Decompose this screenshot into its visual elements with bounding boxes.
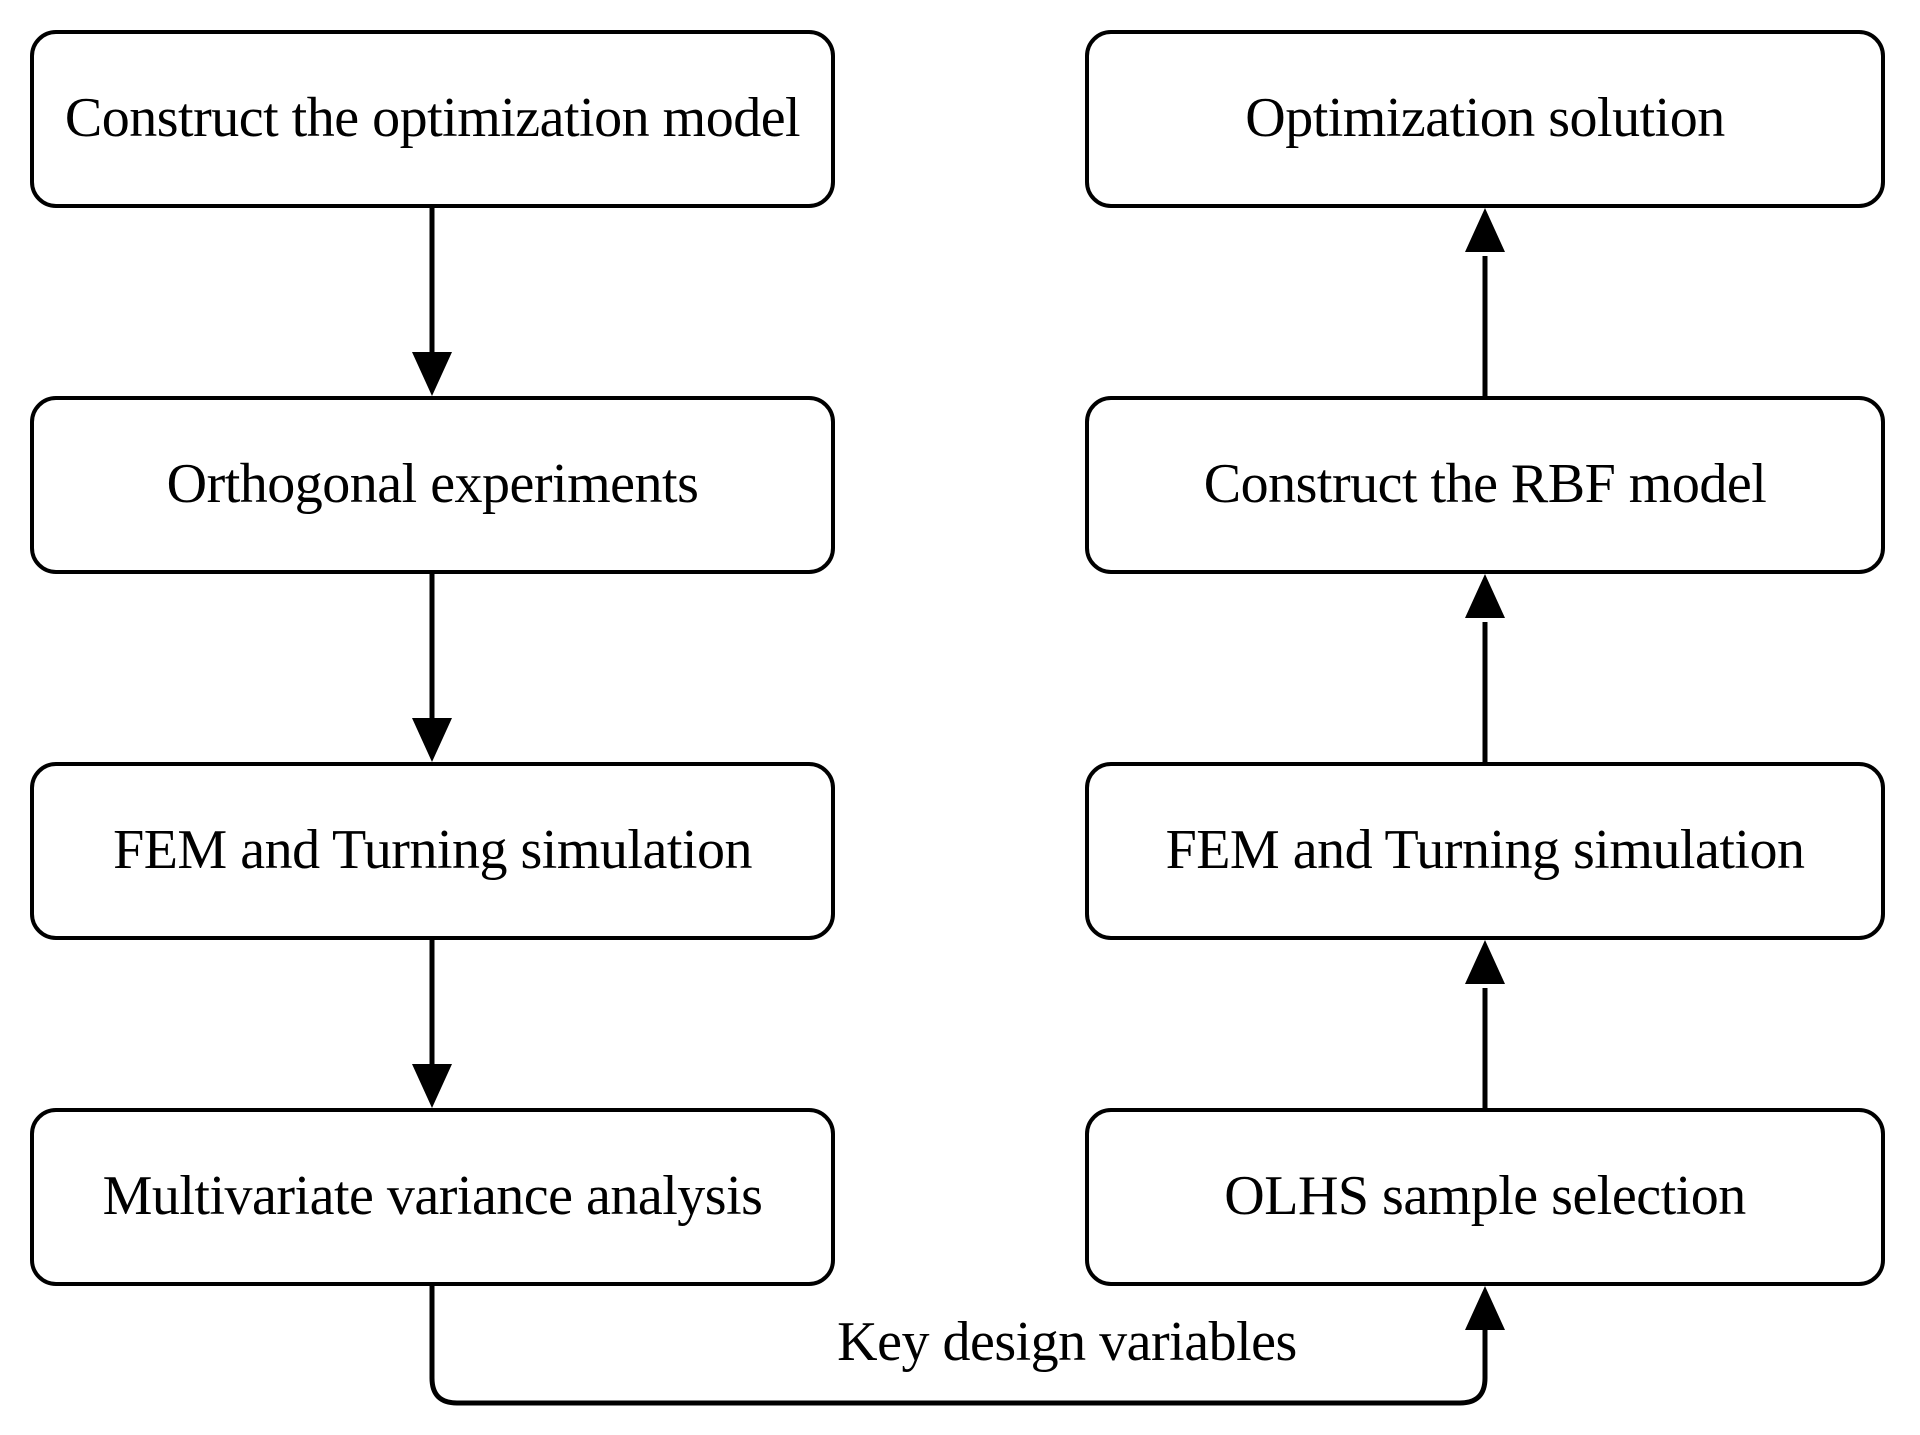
key-design-variables-label: Key design variables — [837, 1311, 1297, 1373]
arrow-olhs-to-fem-simulation — [1465, 940, 1505, 1108]
box-olhs-sample-selection: OLHS sample selection — [1085, 1108, 1885, 1286]
arrow-rbf-model-to-optimization-solution — [1465, 208, 1505, 396]
box-orthogonal-experiments: Orthogonal experiments — [30, 396, 835, 574]
box-construct-optimization-model: Construct the optimization model — [30, 30, 835, 208]
arrow-orthogonal-to-fem-simulation — [412, 574, 452, 762]
arrow-optimization-model-to-orthogonal — [412, 208, 452, 396]
arrow-fem-simulation-to-rbf-model — [1465, 574, 1505, 762]
box-optimization-solution: Optimization solution — [1085, 30, 1885, 208]
box-construct-rbf-model: Construct the RBF model — [1085, 396, 1885, 574]
box-fem-turning-simulation-left: FEM and Turning simulation — [30, 762, 835, 940]
arrow-fem-simulation-to-multivariate — [412, 940, 452, 1108]
box-fem-turning-simulation-right: FEM and Turning simulation — [1085, 762, 1885, 940]
box-multivariate-variance-analysis: Multivariate variance analysis — [30, 1108, 835, 1286]
